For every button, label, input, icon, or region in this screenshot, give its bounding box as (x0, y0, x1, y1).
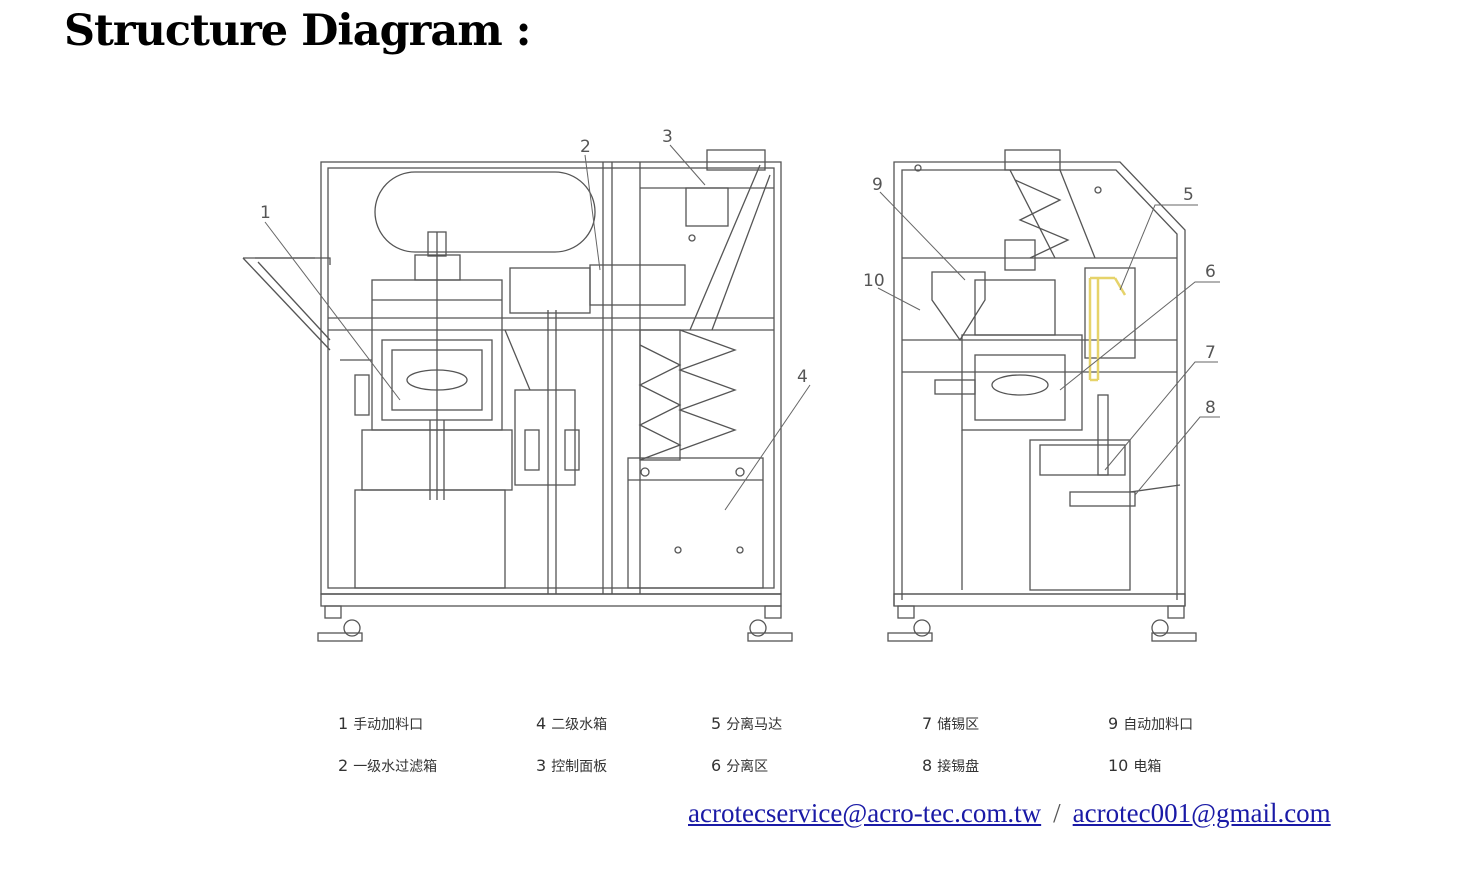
callout-labels: 1 2 3 4 9 10 5 6 7 8 (260, 127, 1216, 418)
callout-9: 9 (872, 175, 883, 195)
callout-1: 1 (260, 203, 271, 223)
callout-4: 4 (797, 367, 808, 387)
callout-2: 2 (580, 137, 591, 157)
callout-8: 8 (1205, 398, 1216, 418)
email-link-gmail[interactable]: acrotec001@gmail.com (1072, 798, 1331, 828)
structure-diagram: 1 2 3 4 9 10 5 6 7 8 (242, 127, 1220, 642)
callout-3: 3 (662, 127, 673, 147)
contact-line: acrotecservice@acro-tec.com.tw / acrotec00… (688, 798, 1331, 829)
front-view-machine (242, 149, 793, 642)
callout-6: 6 (1205, 262, 1216, 282)
callout-7: 7 (1205, 343, 1216, 363)
callout-5: 5 (1183, 185, 1194, 205)
side-view-machine (887, 149, 1197, 642)
email-link-service[interactable]: acrotecservice@acro-tec.com.tw (688, 798, 1042, 828)
callout-10: 10 (863, 271, 885, 291)
page-title: Structure Diagram : (64, 6, 532, 56)
leader-lines (264, 144, 1220, 511)
separator: / (1053, 798, 1061, 828)
